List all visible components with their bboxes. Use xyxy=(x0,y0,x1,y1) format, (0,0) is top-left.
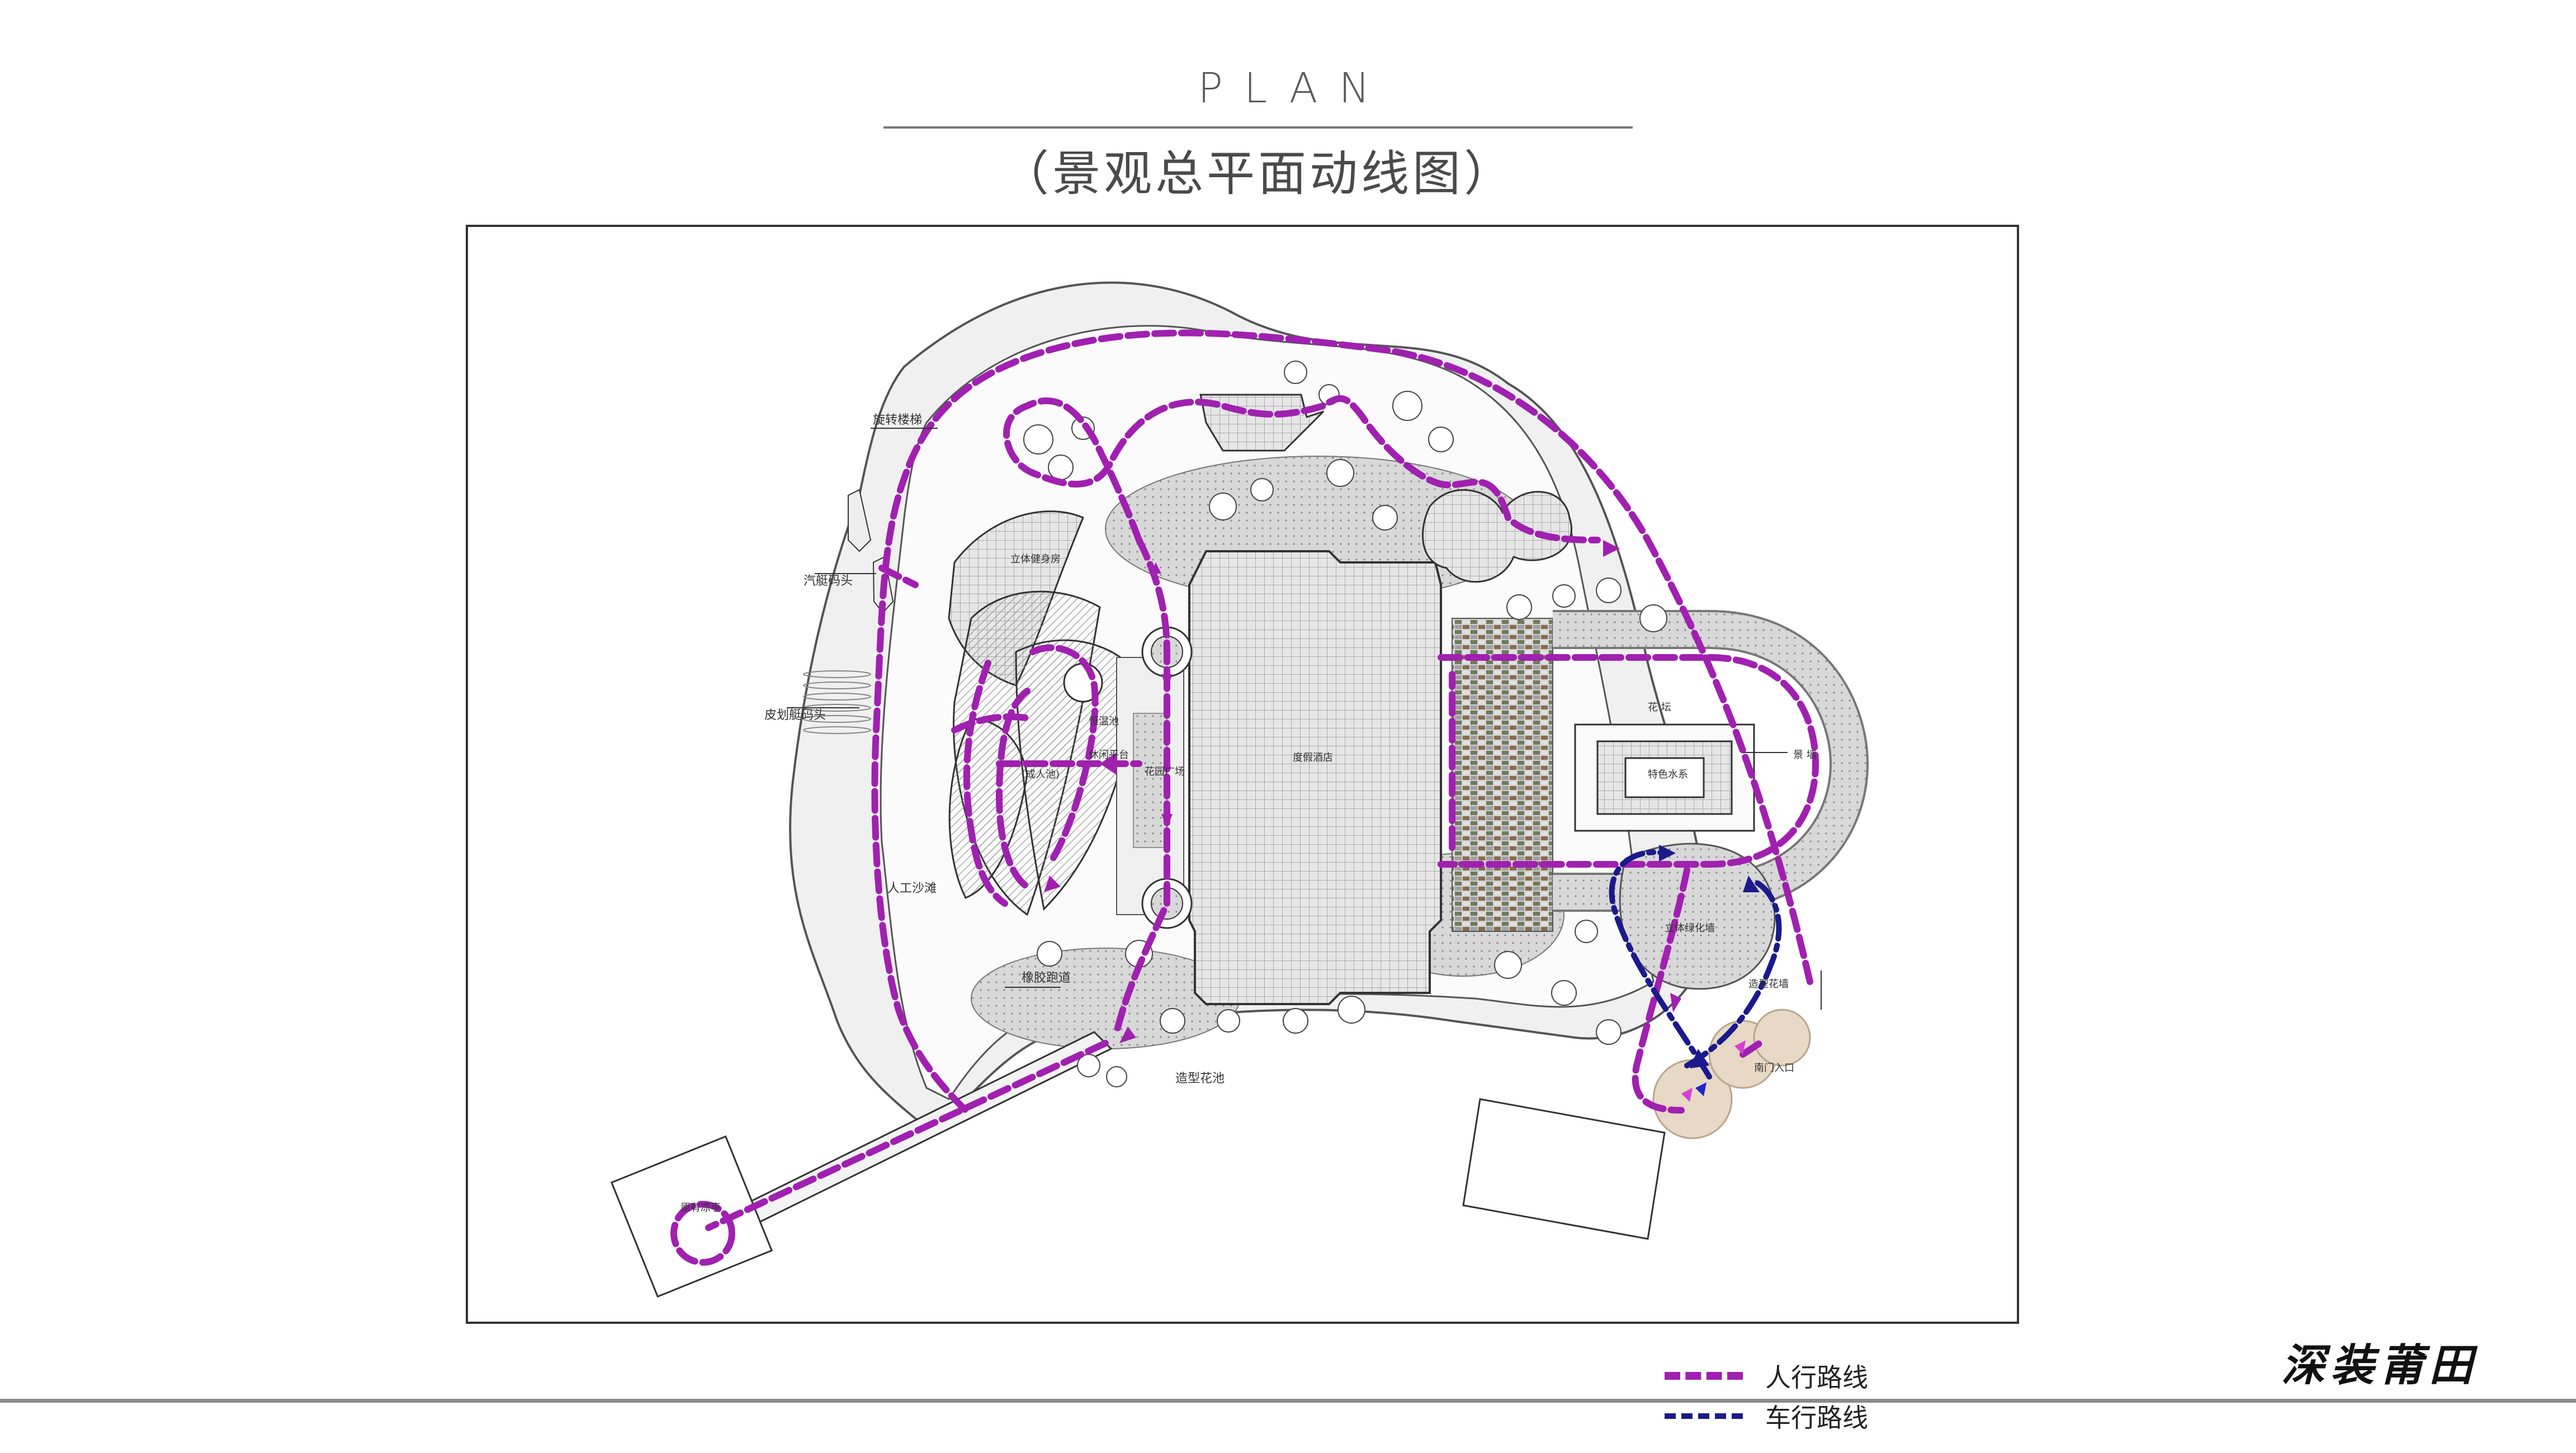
label-landscape-wall: 景 墙 xyxy=(1793,749,1817,761)
footer-divider xyxy=(0,1399,2576,1403)
legend-vehicle: 车行路线 xyxy=(1665,1397,1868,1436)
legend-pedestrian-label: 人行路线 xyxy=(1765,1362,1868,1393)
route-legend: 人行路线 车行路线 xyxy=(1665,1356,1868,1437)
page-title-en: PLAN xyxy=(1198,64,1391,112)
lotus-pond xyxy=(1422,489,1572,583)
legend-pedestrian: 人行路线 xyxy=(1665,1356,1868,1395)
brick-paving xyxy=(1452,618,1553,932)
pavilion-base xyxy=(610,1135,773,1298)
garden-plaza-paving xyxy=(1133,713,1168,848)
legend-pedestrian-swatch xyxy=(1665,1372,1743,1380)
legend-vehicle-swatch xyxy=(1665,1413,1743,1419)
pedestrian-routes xyxy=(670,329,1819,1266)
pedestrian-arrows xyxy=(1044,540,1681,1043)
trees xyxy=(1023,361,1667,1087)
label-speedboat-pier: 汽艇码头 xyxy=(803,574,853,588)
label-fitness-room: 立体健身房 xyxy=(1010,553,1061,565)
feature-water-inner xyxy=(1624,757,1705,798)
site-plan-drawing: 旋转楼梯 汽艇码头 皮划艇码头 人工沙滩 橡胶跑道 造型花池 原有凉亭 立体健身… xyxy=(610,281,1869,1298)
label-shaped-pool: 造型花池 xyxy=(1175,1072,1225,1086)
label-garden-plaza: 花园广场 xyxy=(1145,766,1185,778)
label-kayak-pier: 皮划艇码头 xyxy=(764,708,826,722)
label-feature-water: 特色水系 xyxy=(1648,769,1688,780)
label-rubber-track: 橡胶跑道 xyxy=(1022,971,1071,985)
label-resort-building: 度假酒店 xyxy=(1293,752,1333,764)
title-divider xyxy=(883,126,1633,129)
feature-loop-paving xyxy=(1553,612,1867,910)
legend-vehicle-label: 车行路线 xyxy=(1765,1403,1868,1433)
label-south-gate: 南门入口 xyxy=(1754,1062,1794,1074)
label-pavilion: 原有凉亭 xyxy=(680,1202,721,1214)
label-stereo-garden: 立体绿化墙 xyxy=(1665,922,1715,934)
label-artificial-beach: 人工沙滩 xyxy=(887,882,937,896)
leader-lines xyxy=(787,428,1822,1010)
parking-area xyxy=(1462,1098,1666,1240)
brand-logo-text: 深装莆田 xyxy=(2281,1340,2479,1391)
label-spiral-stair: 旋转楼梯 xyxy=(873,413,922,427)
label-leisure-platform: 休闲平台 xyxy=(1089,749,1129,761)
site-plan-frame: 旋转楼梯 汽艇码头 皮划艇码头 人工沙滩 橡胶跑道 造型花池 原有凉亭 立体健身… xyxy=(466,225,2019,1433)
page-title-cn: （景观总平面动线图） xyxy=(1001,146,1515,202)
kayaks xyxy=(803,670,871,734)
label-constant-temp-pool: 恒温池 xyxy=(1089,716,1119,727)
entrance-roundabout-3 xyxy=(1753,1009,1811,1067)
label-adult-pool: (成人池) xyxy=(1022,769,1060,780)
label-shaped-wall: 造型花墙 xyxy=(1748,978,1789,990)
resort-building xyxy=(1188,550,1442,1005)
entrance-markers xyxy=(1681,1040,1746,1102)
speedboat-1 xyxy=(848,489,872,552)
vehicle-arrows xyxy=(1659,845,1760,1068)
label-flower-bed: 花 坛 xyxy=(1648,702,1671,713)
vehicle-route xyxy=(1609,849,1782,1080)
